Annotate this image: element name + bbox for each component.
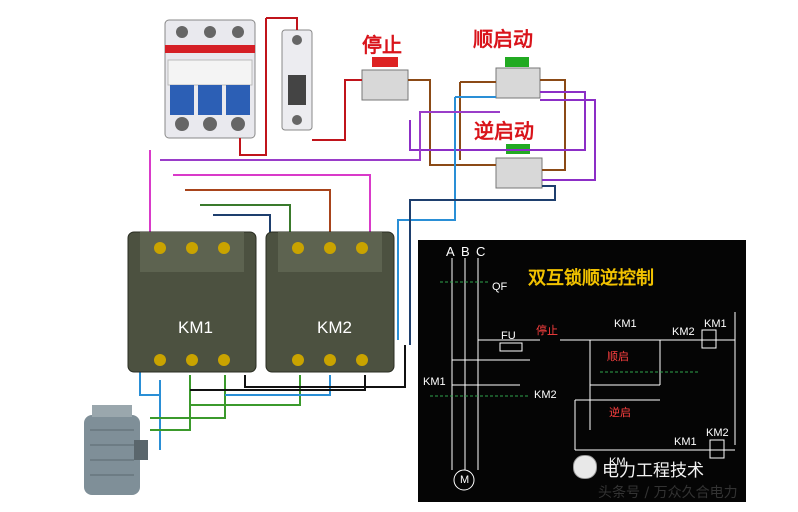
schematic-title: 双互锁顺逆控制	[528, 268, 654, 289]
forward-start-label: 顺启动	[473, 27, 533, 51]
watermark-title: 电力工程技术	[602, 461, 704, 481]
km1-label: KM1	[178, 318, 213, 337]
schematic-km2-coil: KM2	[706, 427, 729, 439]
stop-button	[361, 57, 409, 101]
phase-c: C	[476, 244, 486, 259]
motor-symbol-label: M	[460, 474, 470, 486]
stop-label: 停止	[362, 33, 402, 57]
km2-label: KM2	[317, 318, 352, 337]
reverse-start-label: 逆启动	[474, 119, 534, 143]
schematic-km2-top: KM2	[672, 326, 695, 338]
schematic-stop-label: 停止	[536, 324, 558, 337]
control-breaker	[281, 29, 313, 131]
watermark-source: 头条号 / 万众久合电力	[598, 485, 738, 501]
forward-start-button	[495, 57, 541, 99]
contactor-km1	[127, 231, 257, 373]
qf-label: QF	[492, 281, 508, 293]
schematic-km1-bottom: KM1	[674, 436, 697, 448]
schematic-forward-label: 顺启	[607, 350, 629, 363]
schematic-reverse-label: 逆启	[609, 406, 631, 419]
fu-label: FU	[501, 330, 516, 342]
phase-a: A	[446, 244, 455, 259]
schematic-km-bottom: KM	[609, 456, 626, 468]
wechat-icon	[573, 455, 597, 479]
phase-b: B	[461, 244, 470, 259]
motor	[84, 405, 148, 495]
schematic-km2-main: KM2	[534, 389, 557, 401]
schematic-km1-top: KM1	[614, 318, 637, 330]
main-breaker	[164, 19, 256, 139]
schematic-km1-coil: KM1	[704, 318, 727, 330]
contactor-km2	[265, 231, 395, 373]
schematic-km1-main: KM1	[423, 376, 446, 388]
